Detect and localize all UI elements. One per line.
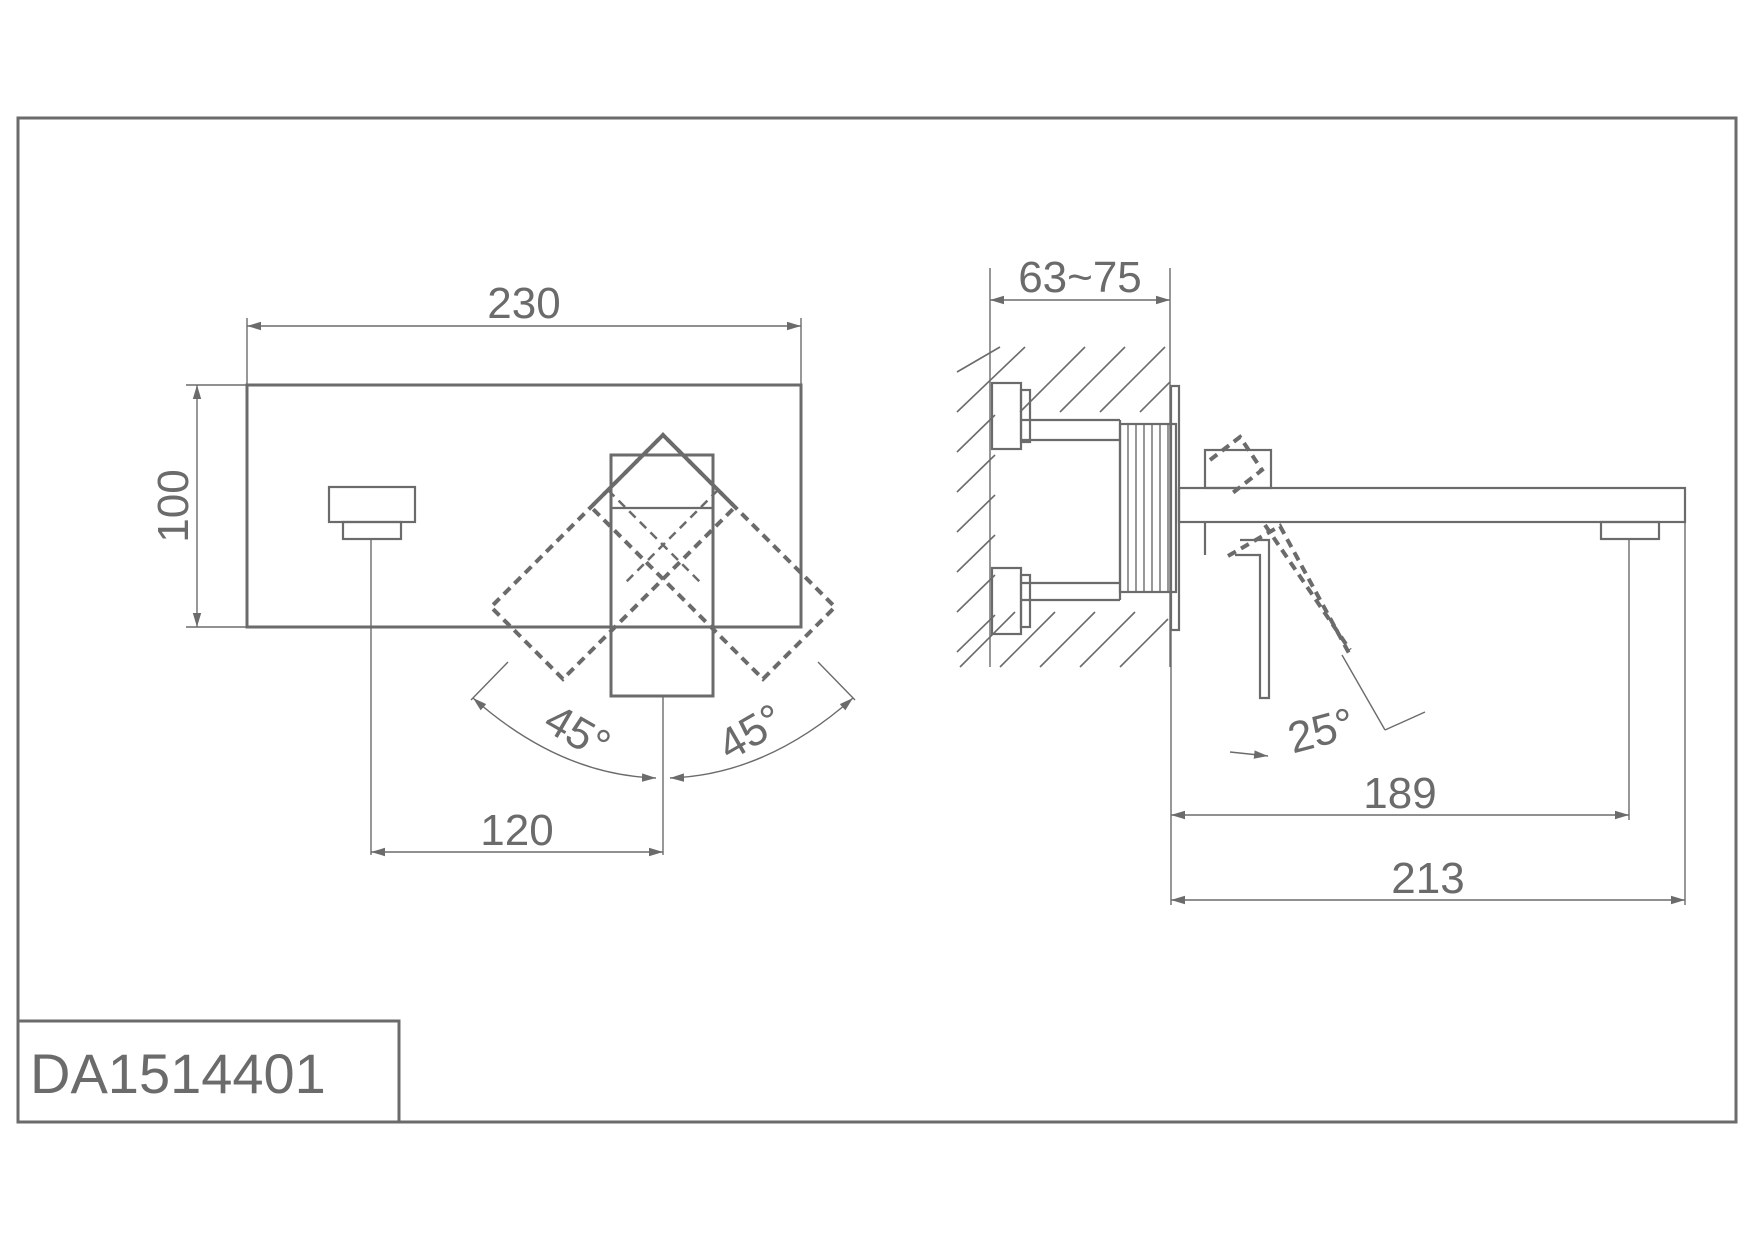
right-angle-label: 45° bbox=[710, 695, 792, 771]
side-view: 63~75 bbox=[956, 253, 1687, 905]
spacing-dimension: 120 bbox=[480, 806, 553, 855]
spout-reach-dimension: 189 bbox=[1363, 769, 1436, 818]
threaded-cartridge bbox=[1118, 422, 1178, 594]
lever-angle-label: 25° bbox=[1283, 699, 1360, 764]
drawing-frame bbox=[16, 116, 1738, 1124]
total-reach-dimension: 213 bbox=[1391, 854, 1464, 903]
lever-rotated-positions bbox=[488, 432, 838, 682]
height-dimension: 100 bbox=[149, 469, 198, 542]
wall-plate bbox=[245, 383, 803, 629]
spout-aerator bbox=[341, 520, 403, 541]
model-code: DA1514401 bbox=[30, 1042, 326, 1105]
spout-outlet bbox=[327, 485, 417, 524]
wall-depth-dimension: 63~75 bbox=[1018, 253, 1142, 302]
width-dimension: 230 bbox=[487, 279, 560, 328]
wall-hatching bbox=[956, 346, 1171, 668]
lever-handle bbox=[609, 453, 715, 698]
title-block bbox=[16, 1019, 401, 1124]
lever-tilted-position bbox=[1208, 434, 1352, 656]
left-angle-label: 45° bbox=[536, 695, 618, 771]
front-view: 230 100 120 45° 45° bbox=[149, 279, 856, 857]
spout-side bbox=[1177, 486, 1687, 555]
